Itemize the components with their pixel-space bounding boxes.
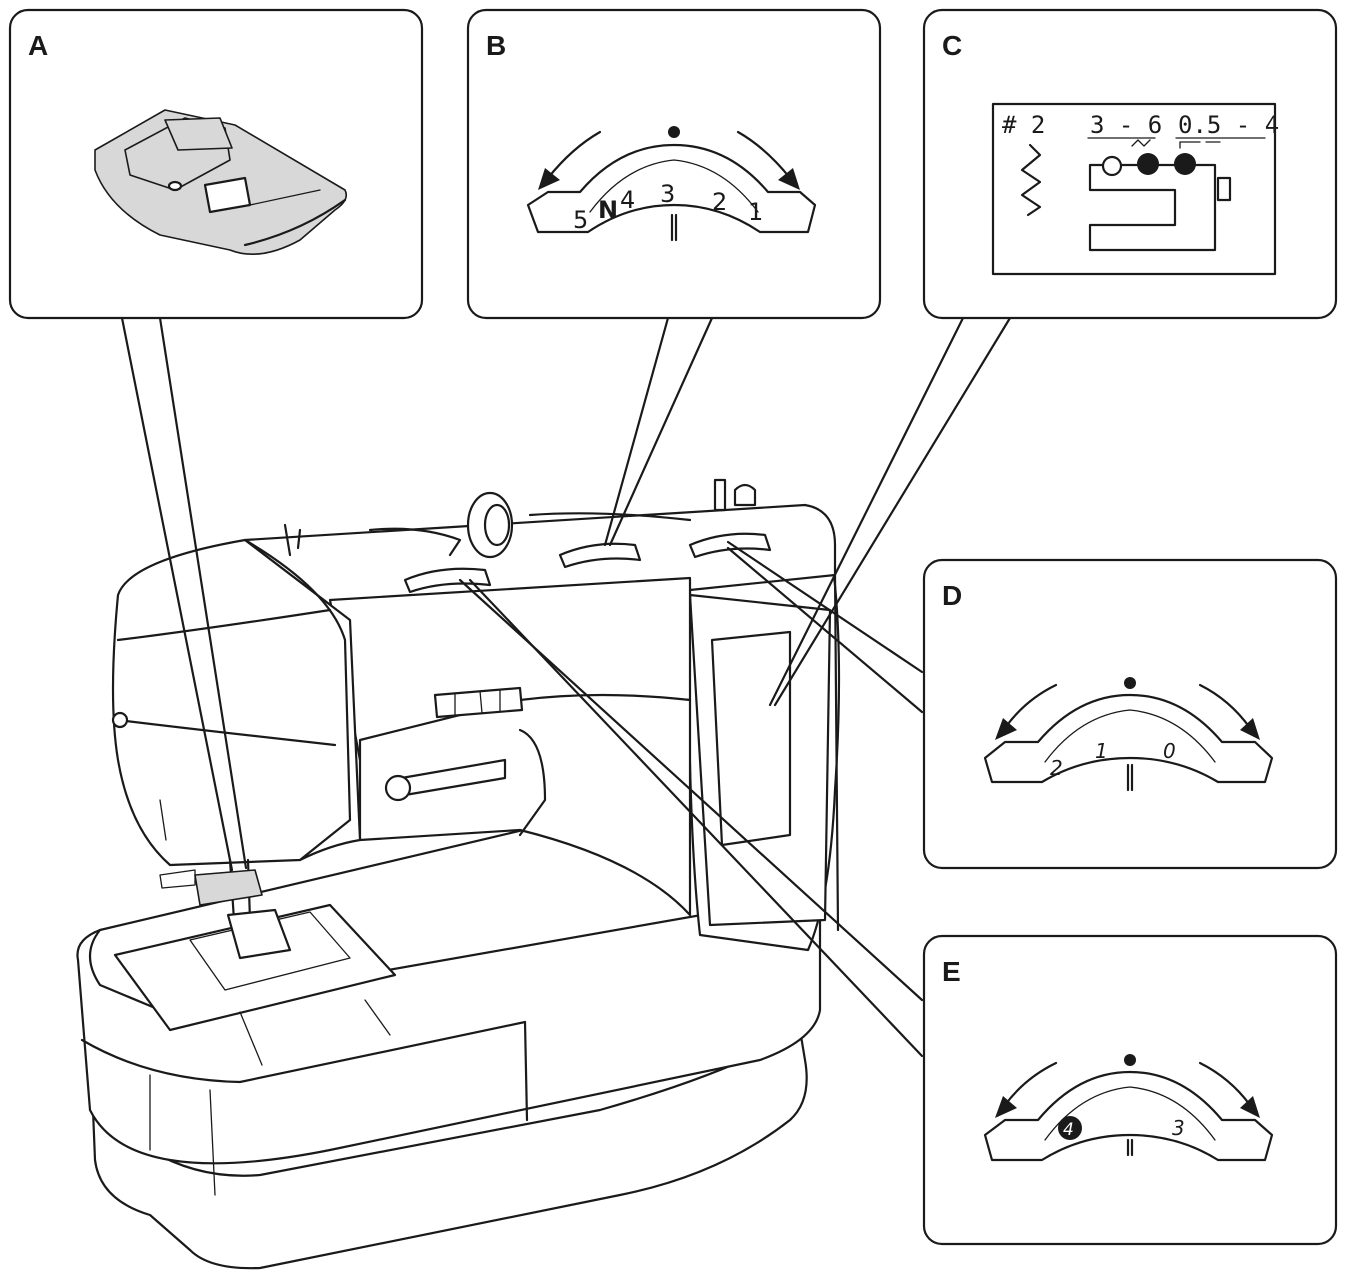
dial-b-mark-n: N bbox=[598, 196, 618, 224]
dial-b-mark-2: 2 bbox=[712, 188, 727, 216]
tension-dial-icon: 4 3 bbox=[983, 1054, 1274, 1162]
dial-b-mark-1: 1 bbox=[748, 198, 763, 226]
lcd-pattern-number: # 2 bbox=[1002, 111, 1045, 139]
dial-d-mark-0: 0 bbox=[1163, 739, 1176, 763]
dial-b-mark-4: 4 bbox=[620, 186, 635, 214]
panel-d-letter: D bbox=[942, 580, 962, 611]
presser-foot-icon bbox=[94, 109, 348, 256]
dial-d-mark-2: 2 bbox=[1050, 756, 1063, 780]
callout-pointers bbox=[120, 316, 1012, 1058]
panel-d: D 2 1 0 bbox=[922, 558, 1338, 870]
lcd-display-icon: # 2 3 - 6 0.5 - 4 bbox=[991, 102, 1279, 276]
sewing-machine-icon bbox=[76, 478, 841, 1270]
dial-d-mark-1: 1 bbox=[1095, 739, 1108, 763]
panel-c: C # 2 3 - 6 0.5 - 4 bbox=[922, 8, 1338, 320]
pattern-dial-icon: 5 N 4 3 2 1 bbox=[526, 126, 817, 242]
panel-e: E 4 3 bbox=[922, 934, 1338, 1246]
lcd-width-range: 3 - 6 bbox=[1090, 111, 1162, 139]
lcd-length-range: 0.5 - 4 bbox=[1178, 111, 1279, 139]
dial-b-mark-5: 5 bbox=[573, 206, 588, 234]
panel-b-letter: B bbox=[486, 30, 506, 61]
panel-b: B 5 N 4 3 2 1 bbox=[466, 8, 882, 320]
dial-e-mark-3: 3 bbox=[1172, 1116, 1185, 1140]
dial-e-mark-4: 4 bbox=[1063, 1120, 1074, 1140]
panel-c-letter: C bbox=[942, 30, 962, 61]
length-dial-icon: 2 1 0 bbox=[983, 677, 1274, 792]
dial-b-mark-3: 3 bbox=[660, 180, 675, 208]
panel-e-letter: E bbox=[942, 956, 961, 987]
panel-a: A bbox=[8, 8, 424, 320]
panel-a-letter: A bbox=[28, 30, 48, 61]
